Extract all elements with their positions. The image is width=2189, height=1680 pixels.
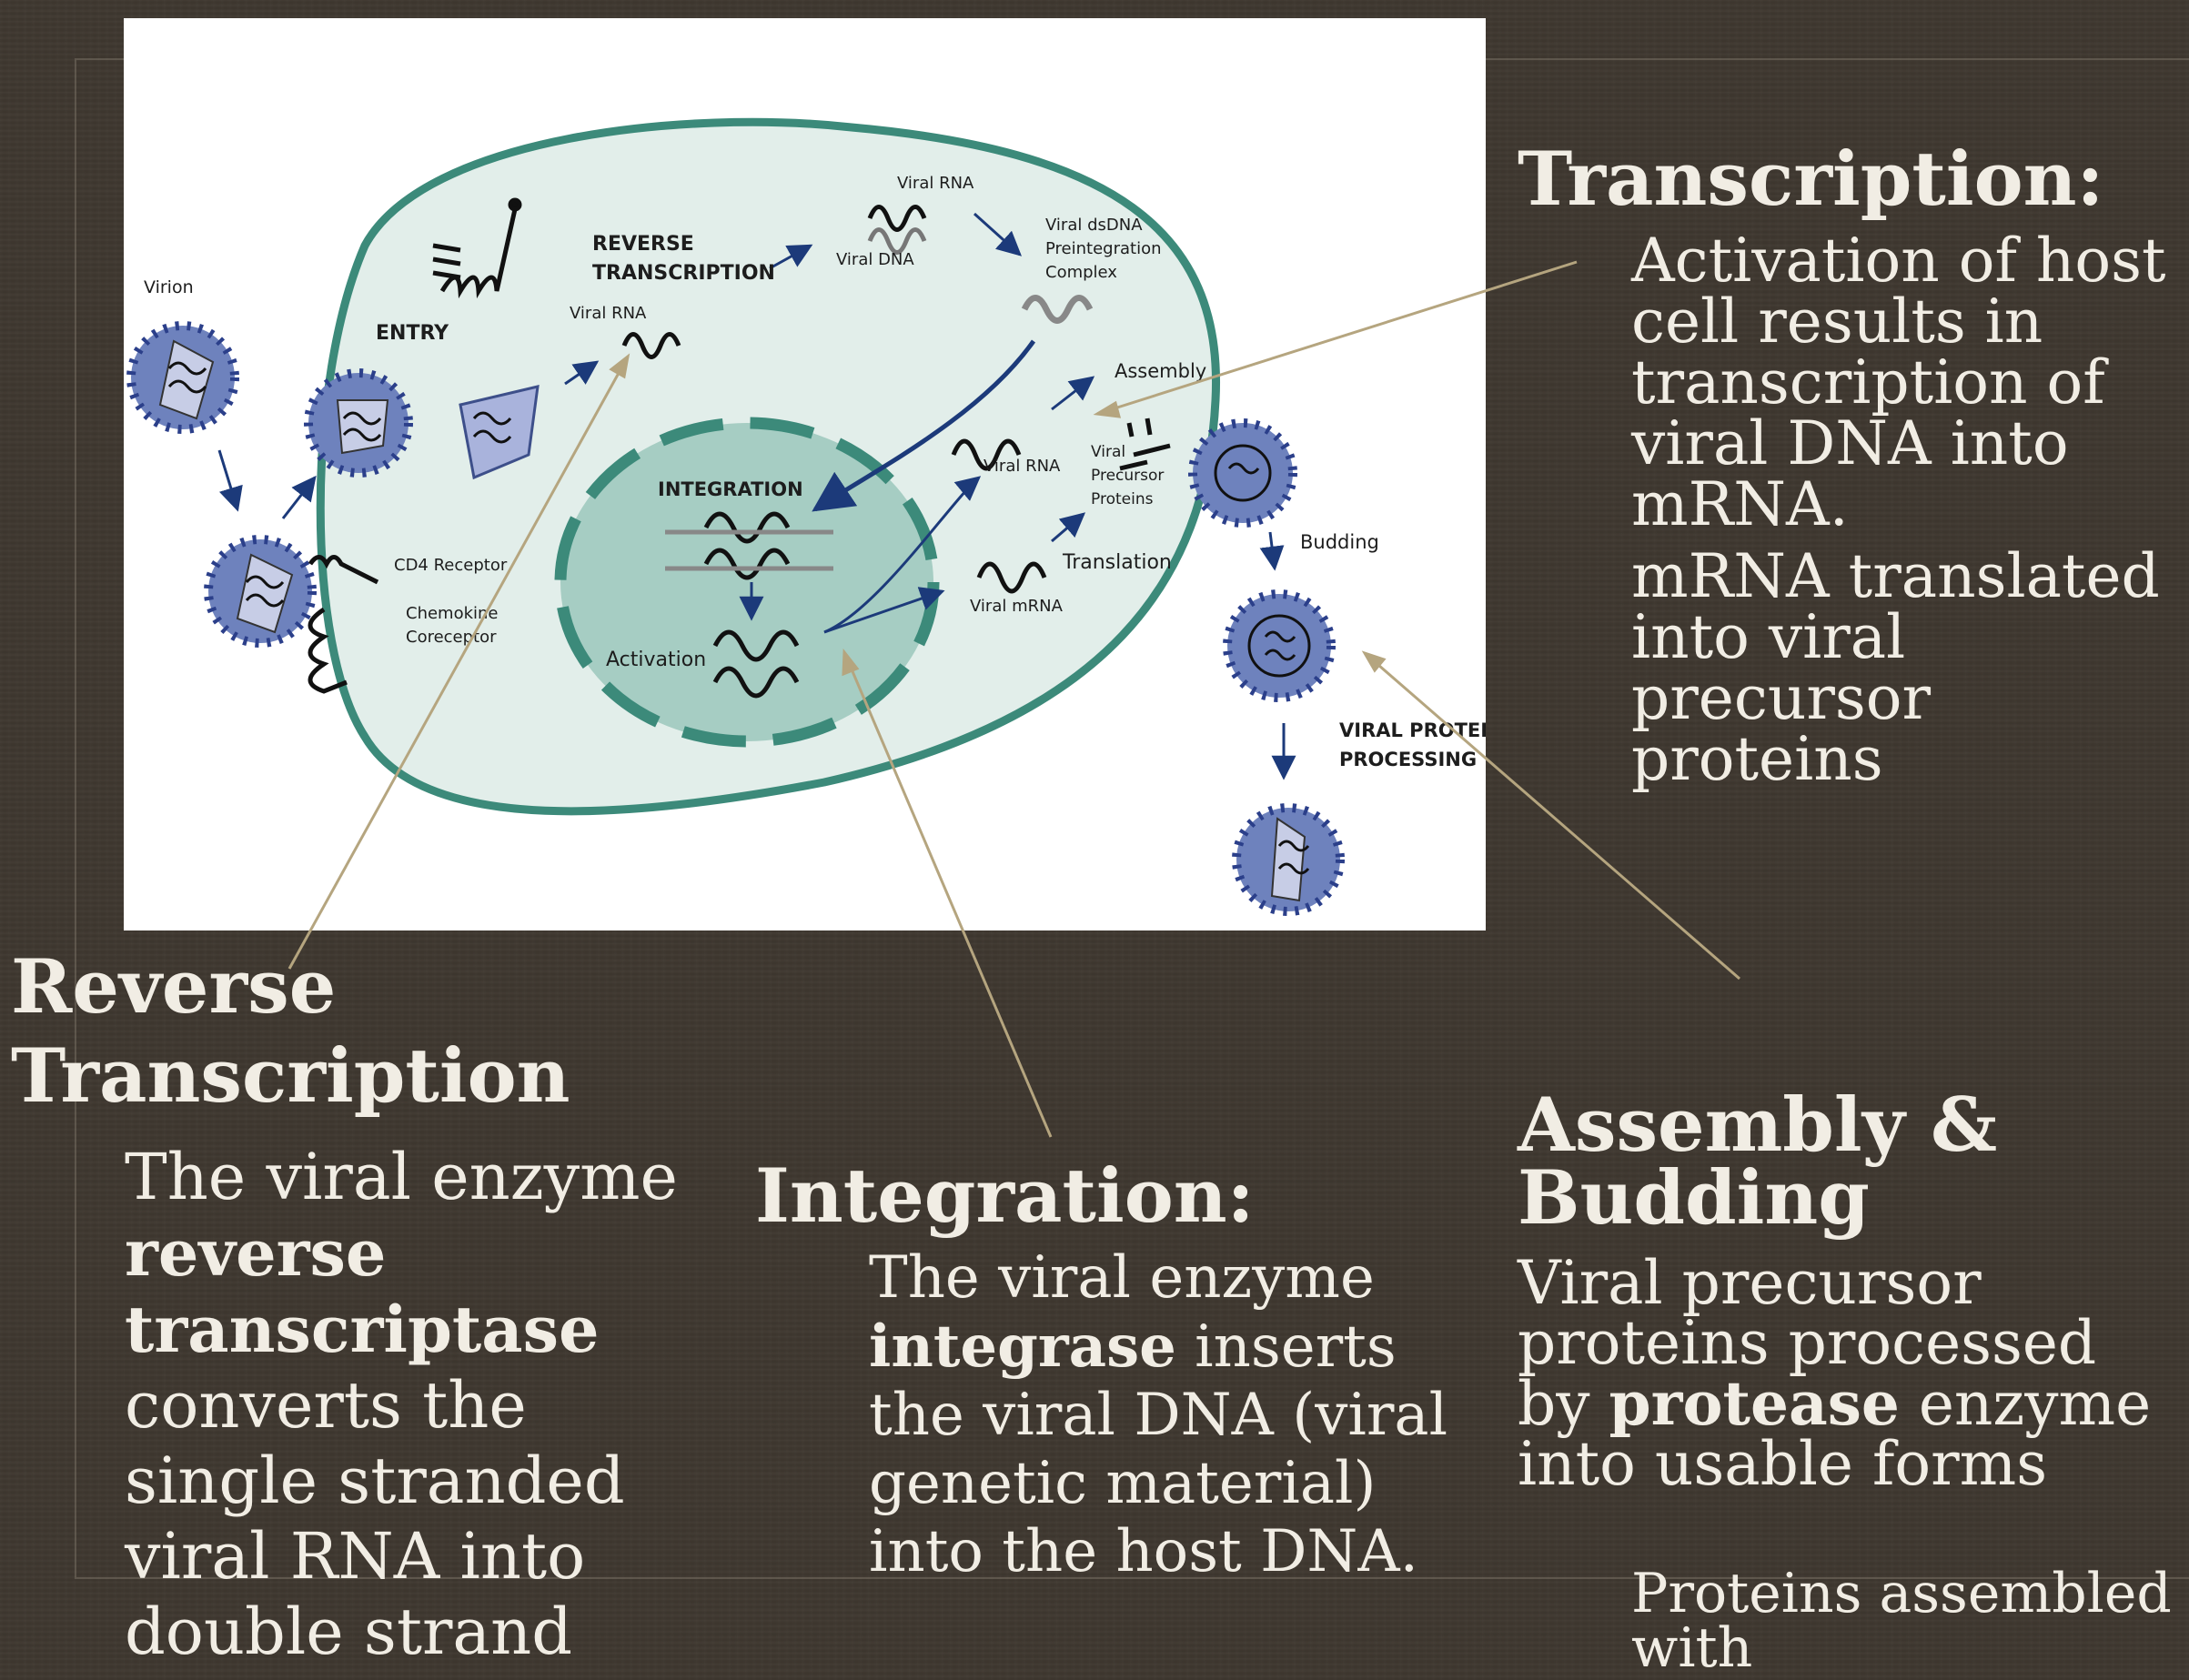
process-arrows [217,212,1296,780]
label-precursor-1: Viral [1091,443,1125,461]
hiv-lifecycle-figure: Virion ENTRY REVERSE TRANSCRIPTION Viral… [124,18,1486,931]
host-dna [665,529,833,571]
label-virion: Virion [144,277,194,297]
integration-heading: Integration: [755,1153,1255,1240]
label-processing-2: PROCESSING [1339,749,1477,770]
assembly-heading-1: Assembly & [1518,1082,1998,1169]
label-entry: ENTRY [376,322,449,345]
label-dsdna-1: Viral dsDNA [1045,216,1143,235]
reverse-transcription-heading-1: Reverse [11,944,337,1031]
label-budding: Budding [1300,531,1379,553]
label-dsdna-3: Complex [1045,263,1117,282]
integration-body: The viral enzyme integrase inserts the v… [869,1244,1451,1586]
virion-budding [1188,418,1297,528]
label-precursor-2: Precursor [1091,467,1164,485]
integration-text-post: inserts the viral DNA (viral genetic mat… [869,1313,1448,1585]
label-dsdna-2: Preintegration [1045,239,1162,258]
label-integration: INTEGRATION [658,478,803,500]
reverse-transcription-heading-2: Transcription [11,1033,570,1120]
assembly-enzyme: protease [1609,1368,1900,1439]
reverse-transcription-text-post: converts the single stranded viral RNA i… [125,1368,625,1669]
reverse-transcription-text-pre: The viral enzyme [125,1140,678,1214]
label-viral-rna-top: Viral RNA [897,174,974,193]
label-chemokine-2: Coreceptor [406,628,497,647]
assembly-text-post: enzyme into usable forms [1518,1369,2152,1499]
label-reverse-transcription-2: TRANSCRIPTION [592,262,775,285]
precursor-proteins [1119,417,1171,471]
assembly-body-2: Proteins assembled with [1631,1562,2172,1680]
virion-mature [1232,803,1345,916]
transcription-heading: Transcription: [1518,136,2104,223]
label-chemokine-1: Chemokine [406,604,499,623]
label-translation: Translation [1062,551,1172,574]
label-processing-1: VIRAL PROTEIN [1339,719,1486,741]
nucleic-acid-squiggles [621,205,1094,699]
integration-enzyme: integrase [869,1313,1176,1381]
label-assembly: Assembly [1115,360,1206,382]
label-viral-dna: Viral DNA [836,250,914,269]
reverse-transcription-body: The viral enzyme reverse transcriptase c… [125,1140,707,1670]
label-viral-rna-entry: Viral RNA [570,304,647,323]
label-cd4: CD4 Receptor [394,556,508,575]
label-reverse-transcription-1: REVERSE [592,233,694,256]
label-viral-rna-mid: Viral RNA [984,457,1061,476]
label-precursor-3: Proteins [1091,490,1154,508]
integration-text-pre: The viral enzyme [869,1244,1375,1312]
assembly-text-pre: Viral precursor proteins processed by [1518,1248,2097,1439]
virion-free [126,321,239,434]
assembly-heading-2: Budding [1518,1155,1870,1242]
assembly-body: Viral precursor proteins processed by pr… [1518,1253,2186,1494]
label-activation: Activation [606,649,706,671]
transcription-body-2: mRNA translated into viral precursor pro… [1631,541,2160,794]
reverse-transcription-enzyme: reverse transcriptase [125,1215,600,1367]
transcription-body-1: Activation of host cell results in trans… [1631,226,2166,539]
lifecycle-diagram: Virion ENTRY REVERSE TRANSCRIPTION Viral… [126,117,1486,916]
virion-binding [204,535,317,648]
virion-fusing [304,368,413,478]
virion-immature [1223,589,1336,702]
label-viral-mrna: Viral mRNA [970,597,1064,616]
